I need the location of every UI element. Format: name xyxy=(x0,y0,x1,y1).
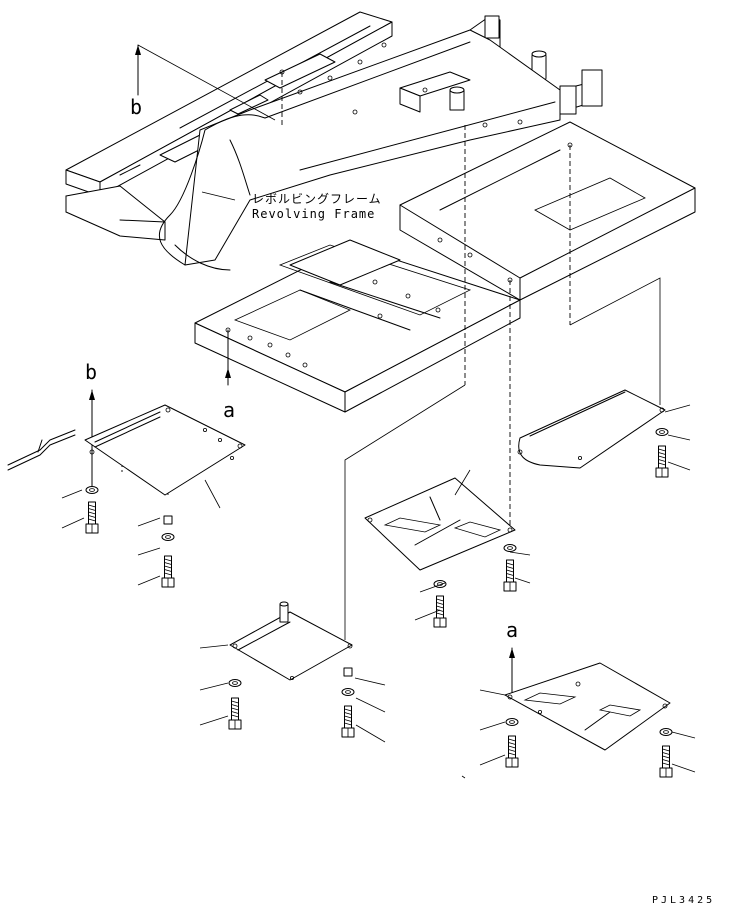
hex-bolt xyxy=(659,745,673,778)
fasteners xyxy=(85,428,673,778)
hex-bolt xyxy=(505,735,519,768)
washer xyxy=(659,728,673,736)
frame-bolt-holes xyxy=(225,42,573,368)
marker-b-upper: b xyxy=(130,95,143,119)
hex-bolt xyxy=(228,697,242,730)
marker-a-plate: a xyxy=(506,618,519,642)
callout-english-label: Revolving Frame xyxy=(252,207,376,221)
revolving-frame xyxy=(65,11,696,413)
cover-plate-right-top xyxy=(517,389,666,469)
hex-bolt xyxy=(85,501,99,534)
cover-plate-left xyxy=(7,404,246,496)
washer xyxy=(655,428,669,436)
drawing-code: PJL3425 xyxy=(652,895,716,906)
spacer xyxy=(163,515,173,525)
washer xyxy=(503,544,517,552)
spacer xyxy=(343,667,353,677)
marker-a-frame: a xyxy=(223,398,236,422)
hex-bolt xyxy=(433,595,447,628)
callout-japanese-label: レボルビングフレーム xyxy=(252,192,382,206)
hex-bolt xyxy=(341,705,355,738)
washer xyxy=(228,679,242,687)
marker-b-plate: b xyxy=(85,360,98,384)
leader-lines xyxy=(61,191,696,779)
washer xyxy=(505,718,519,726)
hex-bolt xyxy=(161,555,175,588)
cover-plate-center xyxy=(364,477,516,571)
hex-bolt xyxy=(655,445,669,478)
hex-bolt xyxy=(503,559,517,592)
cover-plate-lower-middle xyxy=(229,601,353,681)
washer xyxy=(85,486,99,494)
washer xyxy=(161,533,175,541)
washer xyxy=(341,688,355,696)
cover-plate-lower-right xyxy=(504,662,671,751)
